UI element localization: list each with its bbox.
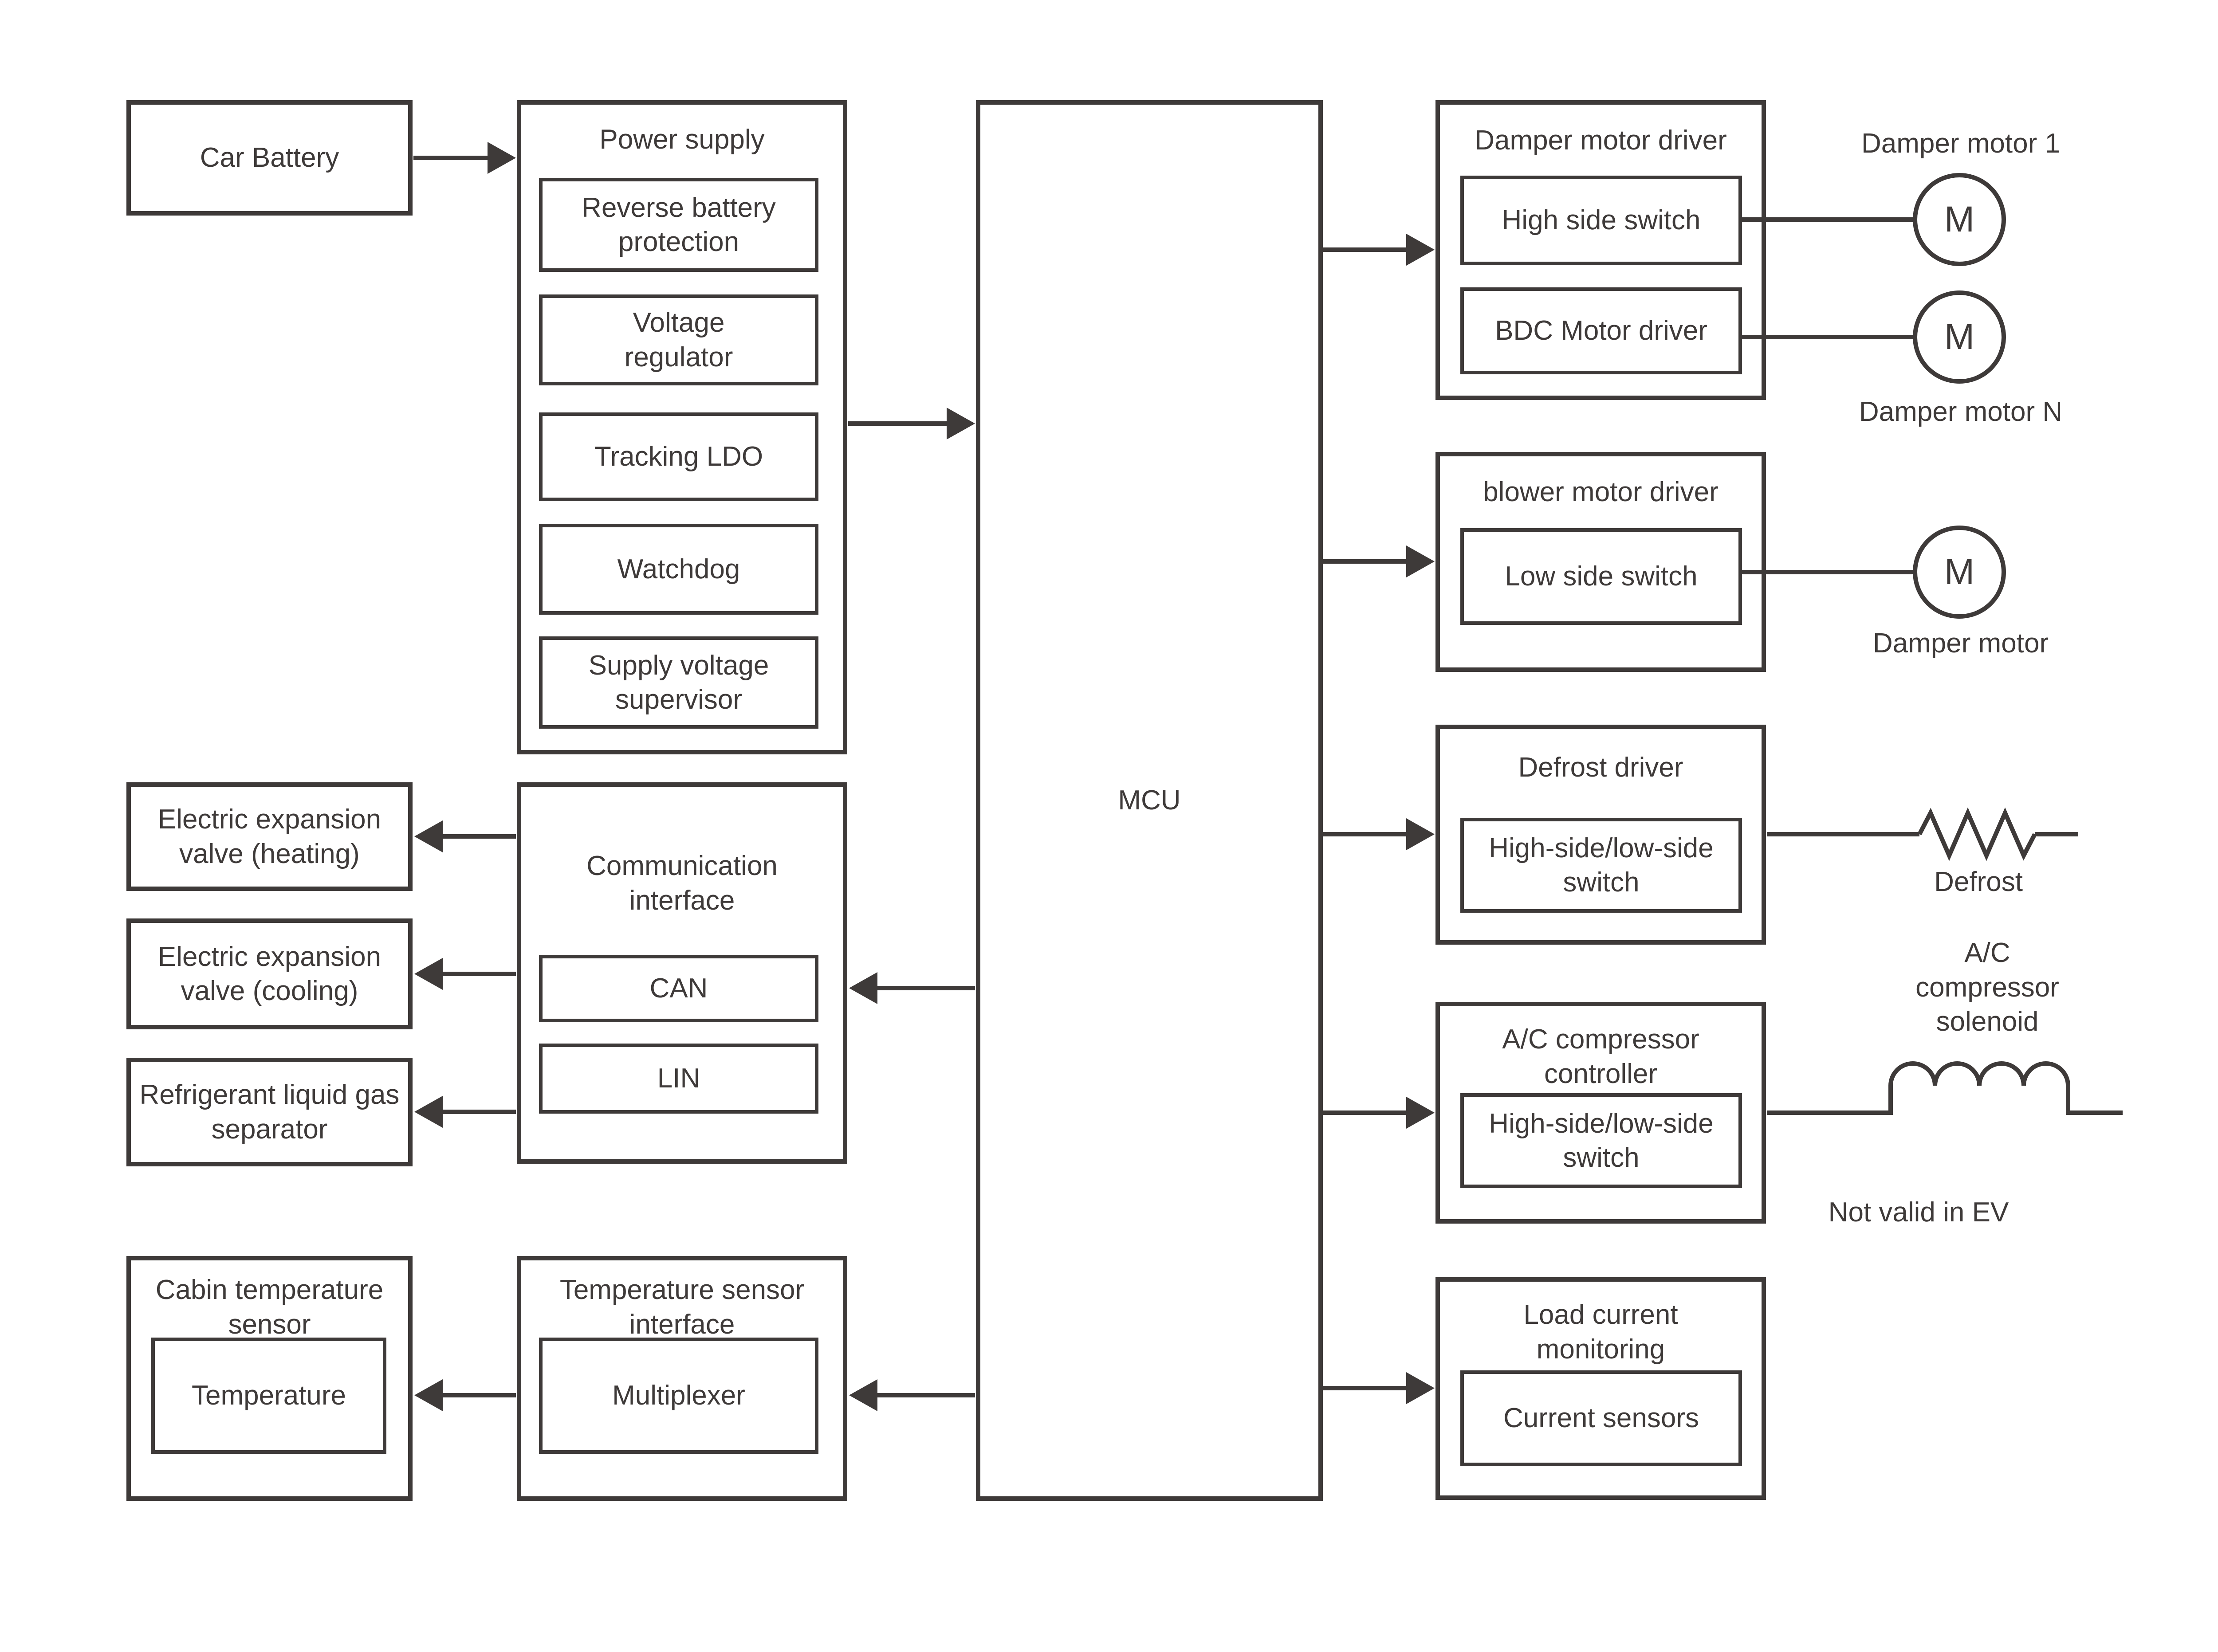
- refrigerant-liquid-gas-separator-box: Refrigerant liquid gas separator: [126, 1058, 413, 1166]
- watchdog-box: Watchdog: [539, 524, 818, 615]
- ac-compressor-solenoid-label: A/C compressor solenoid: [1915, 938, 2059, 1037]
- current-sensors-box: Current sensors: [1460, 1370, 1742, 1466]
- defrost-driver-title: Defrost driver: [1518, 752, 1683, 783]
- ac-high-side-low-side-switch-box: High-side/low-side switch: [1460, 1093, 1742, 1188]
- low-side-switch-box: Low side switch: [1460, 528, 1742, 625]
- defrost-heater-resistor-symbol: [1767, 807, 2078, 861]
- connector-communication-interface-to-valve-heating: [414, 820, 516, 852]
- not-valid-in-ev-label: Not valid in EV: [1828, 1197, 2009, 1228]
- connector-mcu-to-temperature-sensor-interface: [849, 1379, 975, 1411]
- damper-motor-driver-box: Damper motor driver High side switch BDC…: [1435, 100, 1766, 400]
- power-supply-box: Power supply Reverse battery protection …: [517, 100, 847, 754]
- connector-car-battery-to-power-supply: [413, 142, 516, 174]
- temperature-sensor-interface-box: Temperature sensor interface Multiplexer: [517, 1256, 847, 1501]
- connector-mcu-to-defrost-driver: [1323, 818, 1435, 850]
- damper-motor-label: Damper motor: [1872, 628, 2049, 659]
- tracking-ldo-box: Tracking LDO: [539, 412, 818, 501]
- cabin-temperature-sensor-title: Cabin temperature sensor: [155, 1275, 384, 1340]
- car-battery-box: Car Battery: [126, 100, 413, 216]
- blower-damper-motor-symbol: M: [1913, 526, 2006, 619]
- electric-expansion-valve-cooling-box: Electric expansion valve (cooling): [126, 918, 413, 1029]
- connector-mcu-to-load-current-monitoring: [1323, 1372, 1435, 1404]
- voltage-regulator-box: Voltage regulator: [539, 294, 818, 385]
- supply-voltage-supervisor-box: Supply voltage supervisor: [539, 636, 818, 729]
- ac-solenoid-inductor-symbol: [1767, 1061, 2123, 1115]
- ac-compressor-controller-title: A/C compressor controller: [1502, 1024, 1699, 1089]
- ac-compressor-controller-box: A/C compressor controller High-side/low-…: [1435, 1002, 1766, 1224]
- temperature-sensor-interface-title: Temperature sensor interface: [559, 1275, 805, 1340]
- damper-motor-1-label: Damper motor 1: [1861, 128, 2060, 159]
- reverse-battery-protection-box: Reverse battery protection: [539, 178, 818, 272]
- lin-box: LIN: [539, 1044, 818, 1114]
- load-current-monitoring-title: Load current monitoring: [1523, 1299, 1678, 1365]
- communication-interface-box: Communication interface CAN LIN: [517, 782, 847, 1164]
- defrost-high-side-low-side-switch-box: High-side/low-side switch: [1460, 818, 1742, 913]
- bdc-motor-driver-box: BDC Motor driver: [1460, 287, 1742, 374]
- high-side-switch-box: High side switch: [1460, 176, 1742, 265]
- blower-motor-driver-title: blower motor driver: [1483, 477, 1719, 507]
- blower-motor-driver-box: blower motor driver Low side switch: [1435, 452, 1766, 672]
- power-supply-title: Power supply: [599, 124, 765, 155]
- connector-mcu-to-damper-motor-driver: [1323, 234, 1435, 266]
- mcu-box: MCU: [976, 100, 1323, 1501]
- connector-power-supply-to-mcu: [848, 408, 975, 439]
- damper-motor-driver-title: Damper motor driver: [1475, 125, 1727, 156]
- damper-motor-1-symbol: M: [1913, 173, 2006, 266]
- communication-interface-title: Communication interface: [586, 851, 778, 916]
- temperature-box: Temperature: [151, 1338, 386, 1454]
- damper-motor-n-label: Damper motor N: [1859, 396, 2063, 427]
- connector-temperature-interface-to-cabin-sensor: [414, 1379, 516, 1411]
- electric-expansion-valve-heating-box: Electric expansion valve (heating): [126, 782, 413, 891]
- multiplexer-box: Multiplexer: [539, 1338, 818, 1454]
- cabin-temperature-sensor-box: Cabin temperature sensor Temperature: [126, 1256, 413, 1501]
- defrost-label: Defrost: [1934, 867, 2023, 897]
- connector-mcu-to-communication-interface: [849, 972, 975, 1004]
- defrost-driver-box: Defrost driver High-side/low-side switch: [1435, 725, 1766, 945]
- damper-motor-n-symbol: M: [1913, 290, 2006, 384]
- connector-communication-interface-to-valve-cooling: [414, 958, 516, 990]
- connector-mcu-to-blower-motor-driver: [1323, 545, 1435, 577]
- connector-mcu-to-ac-compressor-controller: [1323, 1097, 1435, 1129]
- connector-communication-interface-to-refrigerant-separator: [414, 1096, 516, 1128]
- load-current-monitoring-box: Load current monitoring Current sensors: [1435, 1277, 1766, 1500]
- can-box: CAN: [539, 955, 818, 1022]
